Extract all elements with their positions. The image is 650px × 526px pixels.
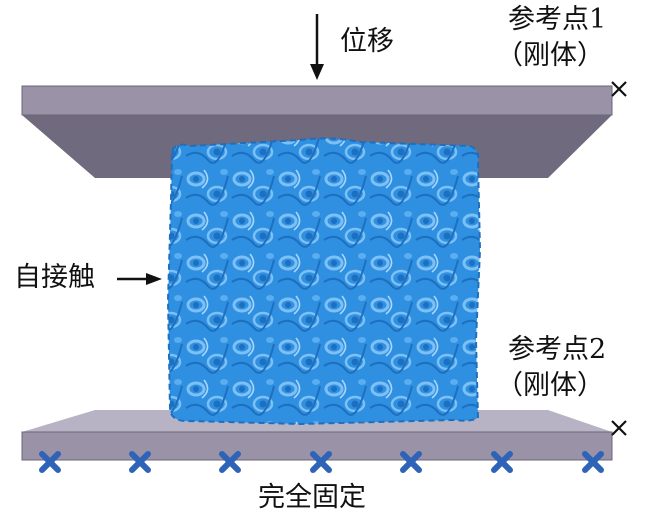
x-icon xyxy=(491,451,513,473)
ref-point-1-label: 参考点1 xyxy=(508,4,607,35)
top-plate-face xyxy=(21,85,613,116)
cross-icon xyxy=(611,81,627,97)
ref-point-2-sublabel: （刚体） xyxy=(496,370,604,401)
x-icon xyxy=(219,451,241,473)
ref-point-2-label: 参考点2 xyxy=(508,334,607,365)
arrow-right-icon xyxy=(117,273,162,285)
cross-icon xyxy=(611,420,627,436)
x-icon xyxy=(582,451,604,473)
displacement-label: 位移 xyxy=(340,26,394,57)
self-contact-label: 自接触 xyxy=(14,262,95,293)
x-icon xyxy=(310,451,332,473)
porous-foam-specimen xyxy=(166,137,482,426)
x-icon xyxy=(129,451,151,473)
x-icon xyxy=(39,451,61,473)
fixed-bc-markers xyxy=(39,451,604,473)
ref-point-1-sublabel: （刚体） xyxy=(496,40,604,71)
arrow-down-icon xyxy=(310,14,324,80)
fixed-constraint-label: 完全固定 xyxy=(258,482,366,513)
x-icon xyxy=(400,451,422,473)
